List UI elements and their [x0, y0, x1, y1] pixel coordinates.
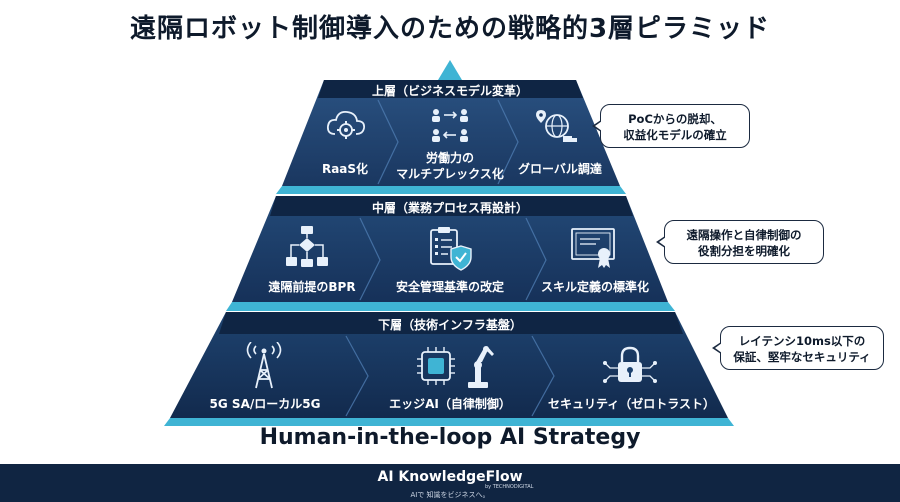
bottom-chevron-1	[345, 335, 369, 417]
bottom-layer-callout: レイテンシ10ms以下の 保証、堅牢なセキュリティ	[712, 326, 884, 370]
top-chevron-1	[377, 99, 399, 185]
middle-layer-header: 中層（業務プロセス再設計）	[371, 201, 528, 215]
globe-delivery-icon	[536, 110, 577, 142]
item-skill-standardization: スキル定義の標準化	[540, 280, 649, 294]
workforce-exchange-icon	[432, 109, 468, 142]
middle-layer-callout-text: 遠隔操作と自律制御の 役割分担を明確化	[686, 228, 802, 258]
page-title: 遠隔ロボット制御導入のための戦略的3層ピラミッド	[129, 14, 771, 44]
item-safety-standards: 安全管理基準の改定	[395, 280, 504, 294]
top-chevron-2	[497, 99, 519, 185]
antenna-tower-icon	[246, 342, 282, 389]
footer-bar: AI KnowledgeFlow by TECHNODIGITAL AIで 知識…	[0, 464, 900, 502]
top-layer-ledge	[276, 186, 626, 194]
flowchart-icon	[286, 226, 328, 267]
top-layer-callout: PoCからの脱却、 収益化モデルの確立	[592, 104, 750, 148]
top-layer-callout-text: PoCからの脱却、 収益化モデルの確立	[623, 112, 727, 142]
bottom-layer-header-strip	[219, 312, 683, 334]
top-layer-header-strip	[318, 80, 583, 98]
padlock-network-icon	[603, 346, 657, 383]
certificate-icon	[571, 228, 615, 268]
top-layer-band	[282, 80, 620, 186]
bottom-layer-ledge	[164, 418, 734, 426]
middle-layer-callout: 遠隔操作と自律制御の 役割分担を明確化	[656, 220, 824, 264]
middle-layer-ledge	[226, 302, 675, 311]
item-workforce-multiplex: 労働力の マルチプレックス化	[396, 151, 504, 181]
ai-chip-robot-arm-icon	[417, 346, 494, 388]
strategy-caption: Human-in-the-loop AI Strategy	[259, 425, 641, 450]
bottom-layer-callout-text: レイテンシ10ms以下の 保証、堅牢なセキュリティ	[733, 334, 871, 364]
middle-layer-band	[232, 196, 668, 302]
footer-byline: by TECHNODIGITAL	[485, 484, 534, 490]
item-5g-local: 5G SA/ローカル5G	[209, 397, 321, 411]
item-global-procurement: グローバル調達	[518, 162, 602, 176]
checklist-shield-icon	[430, 227, 472, 271]
top-layer-header: 上層（ビジネスモデル変革）	[371, 84, 528, 98]
bottom-chevron-2	[531, 335, 555, 417]
item-raas: RaaS化	[321, 162, 369, 176]
bottom-layer-header: 下層（技術インフラ基盤）	[378, 318, 522, 332]
item-remote-bpr: 遠隔前提のBPR	[268, 280, 356, 294]
item-zero-trust: セキュリティ（ゼロトラスト）	[548, 397, 716, 411]
footer-brand: AI KnowledgeFlow	[377, 469, 523, 485]
cloud-gear-icon	[326, 111, 366, 139]
item-edge-ai: エッジAI（自律制御）	[389, 397, 511, 411]
middle-layer-header-strip	[270, 196, 633, 216]
middle-chevron-2	[525, 217, 547, 301]
middle-chevron-1	[359, 217, 381, 301]
footer-tagline: AIで 知識をビジネスへ。	[410, 491, 490, 499]
bottom-layer-band	[170, 312, 728, 418]
pyramid-apex	[438, 60, 462, 80]
